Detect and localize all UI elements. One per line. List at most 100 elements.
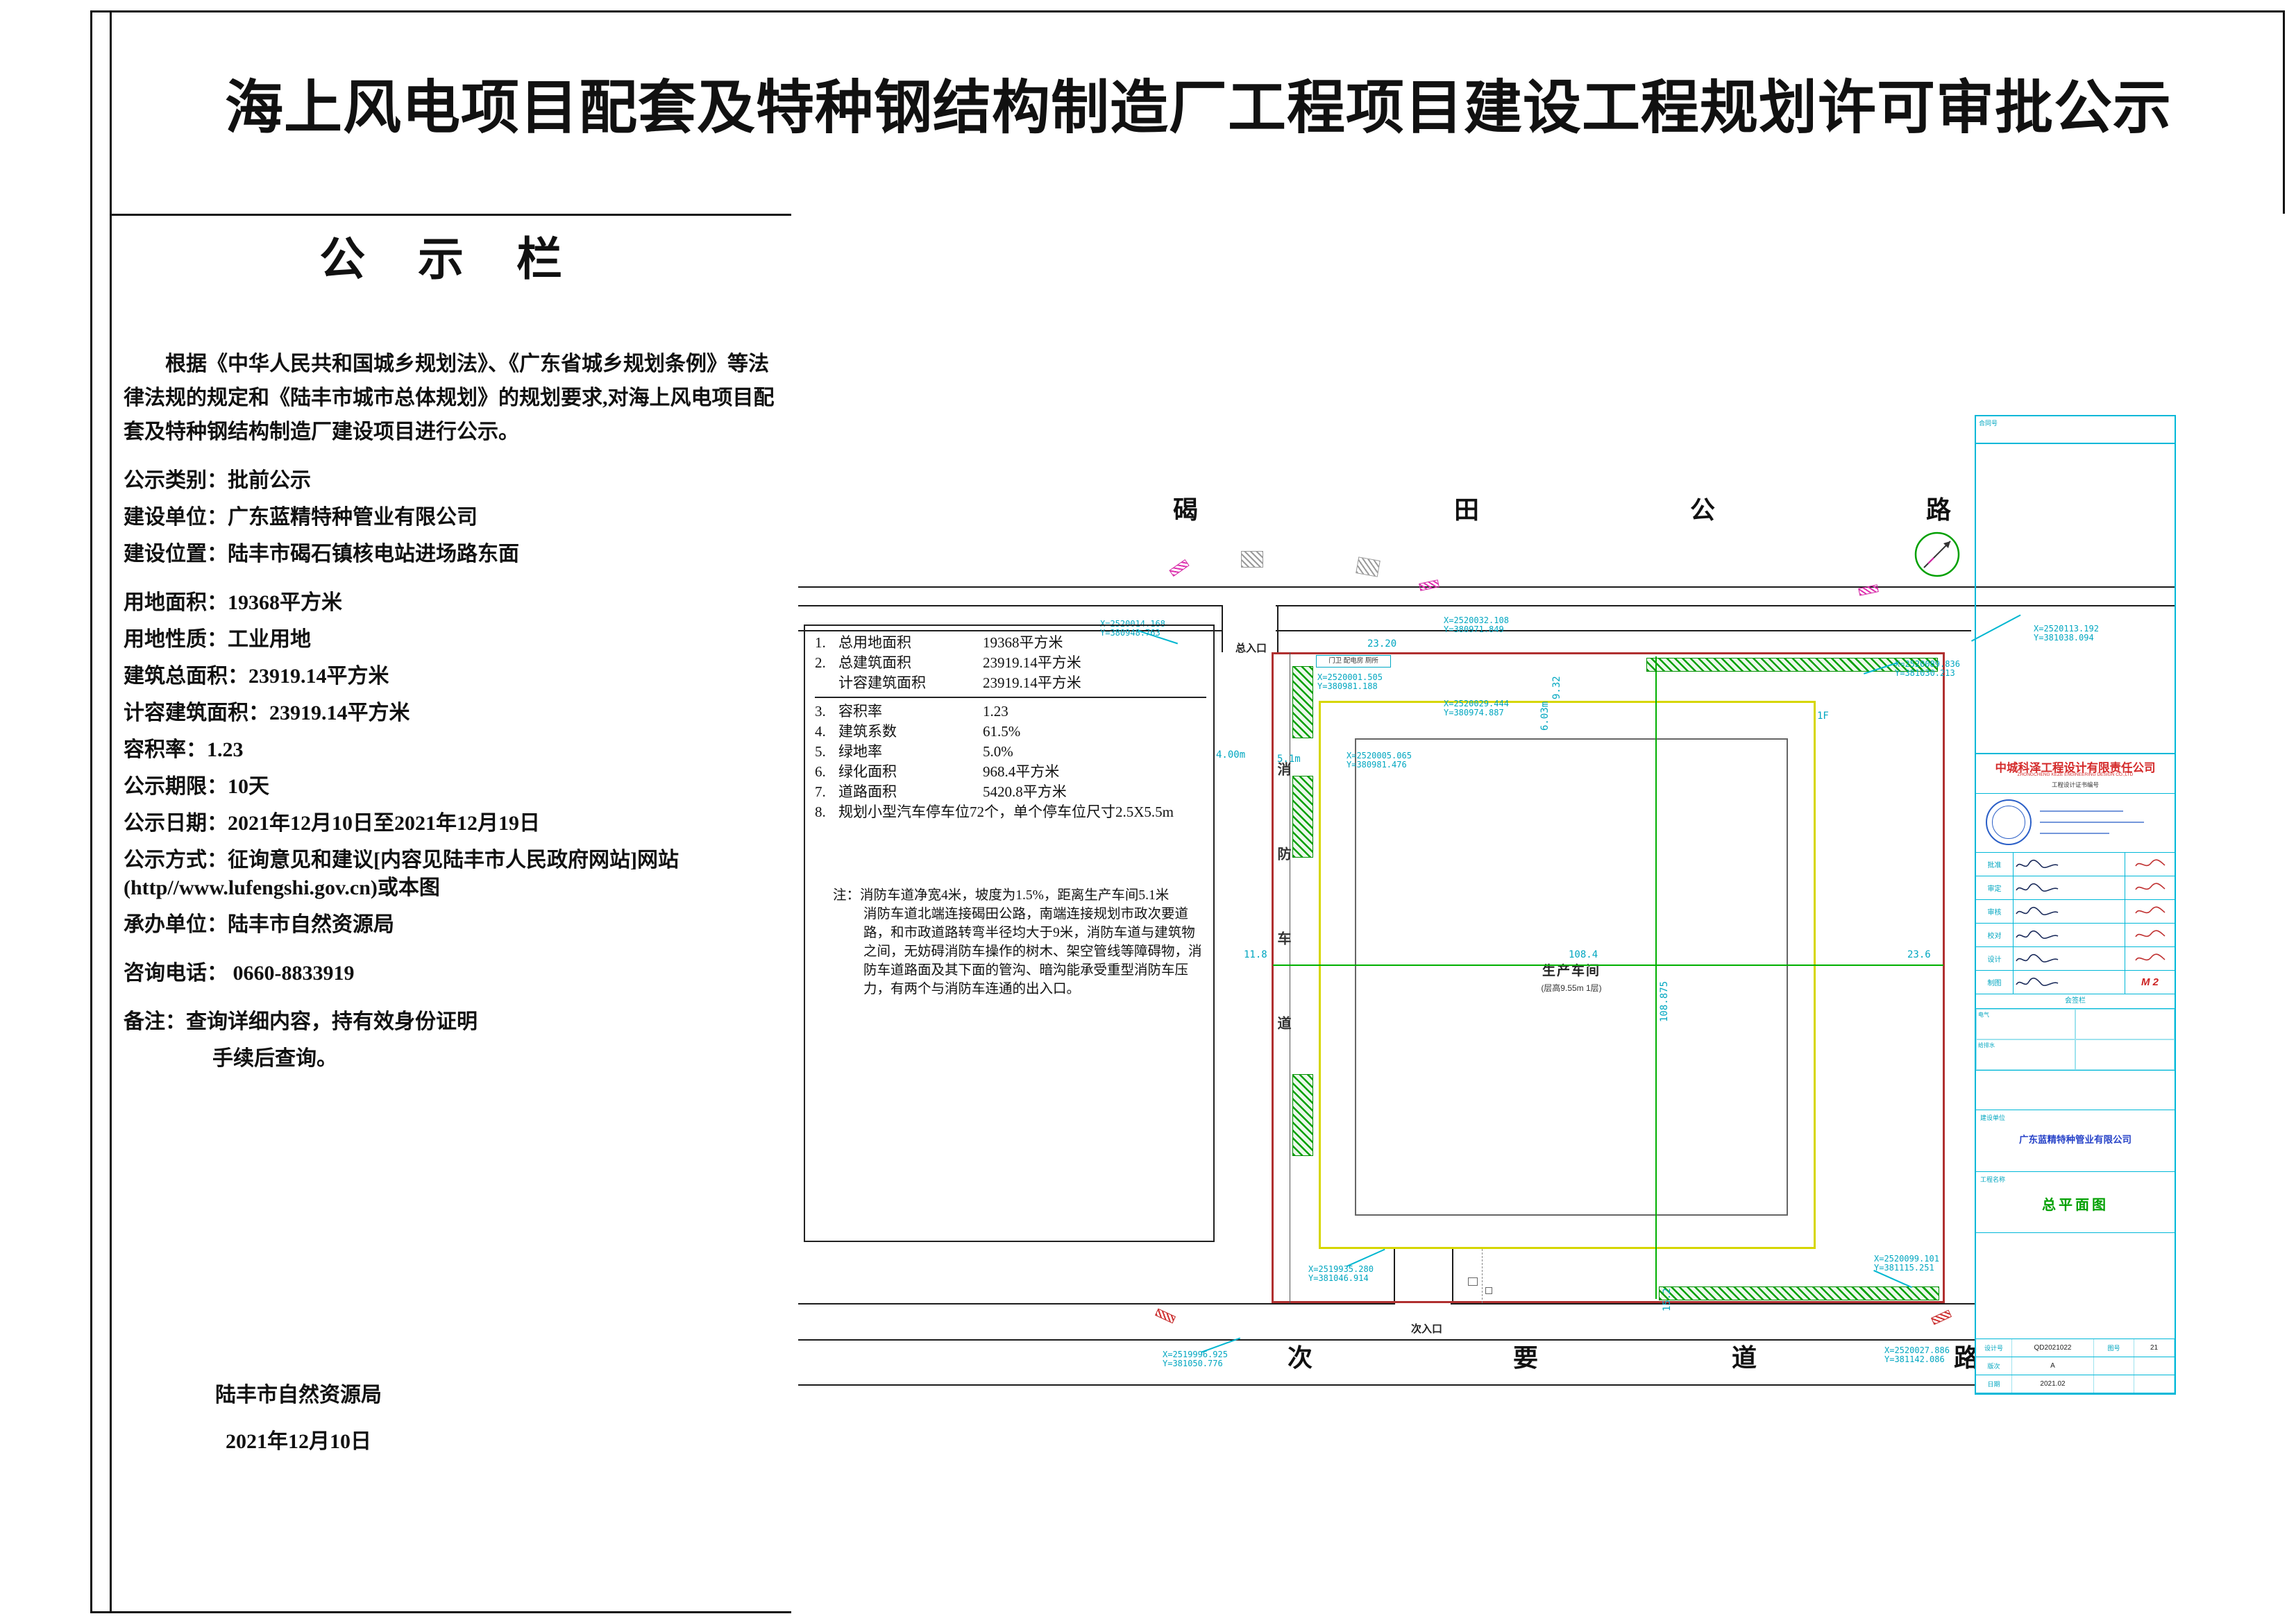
signature-scribble-red <box>2134 953 2166 961</box>
bottom-road-label: 要 <box>1513 1344 1539 1372</box>
notice-field-remark: 备注：查询详细内容，持有效身份证明 <box>124 1010 478 1033</box>
bottom-road-label: 道 <box>1732 1344 1757 1372</box>
outdoor-equipment-box <box>1468 1277 1478 1286</box>
notice-field-land-use: 用地性质：工业用地 <box>124 628 311 651</box>
road-marking <box>1154 1308 1176 1324</box>
building-workshop: 生产车间 (层高9.55m 1层) <box>1355 738 1788 1216</box>
notice-field-remark-cont: 手续后查询。 <box>212 1047 337 1070</box>
notice-field-agency: 承办单位：陆丰市自然资源局 <box>124 913 394 936</box>
driveway-edge <box>1222 605 1223 652</box>
signature-row: 审定 <box>1976 876 2175 900</box>
dim-label: 1F <box>1817 711 1829 722</box>
notice-field-dates: 公示日期：2021年12月10日至2021年12月19日 <box>124 812 540 835</box>
signature-scribble <box>2016 977 2059 986</box>
green-belt-strip <box>1292 776 1313 858</box>
green-belt-strip <box>1659 1286 1939 1300</box>
title-block-spacer <box>1976 1071 2175 1110</box>
notice-field-type: 公示类别：批前公示 <box>124 469 311 492</box>
signature-scribble-red <box>2134 858 2166 867</box>
countersign-cell: 电气 <box>1976 1009 2075 1039</box>
internal-road-loop <box>1319 701 1816 1249</box>
road-hatch-mark <box>1241 551 1263 568</box>
road-marking <box>1419 579 1440 591</box>
signature-scribble <box>2016 930 2059 939</box>
workshop-sublabel: (层高9.55m 1层) <box>1541 983 1602 993</box>
dim-label: 108.4 <box>1569 949 1598 960</box>
dim-label: 6.03m <box>1539 701 1551 731</box>
top-road-label: 碣 <box>1173 496 1199 524</box>
entrance-gap <box>1223 602 1276 608</box>
workshop-label: 生产车间 <box>1542 964 1601 978</box>
countersign-cell <box>2075 1039 2175 1070</box>
design-company-name-en: ZHONGCHENG KEZE ENGINEERING DESIGN CO.,L… <box>2017 772 2134 777</box>
red-handwriting: M 2 <box>2141 976 2159 988</box>
signature-scribble <box>2016 883 2059 892</box>
countersign-cell: 给排水 <box>1976 1039 2075 1070</box>
bottom-road-edge-line <box>798 1339 2176 1341</box>
signature-row: 校对 <box>1976 924 2175 947</box>
notice-footer-date: 2021年12月10日 <box>226 1430 371 1453</box>
title-block: 合同号 中城科泽工程设计有限责任公司 ZHONGCHENG KEZE ENGIN… <box>1975 415 2176 1395</box>
dim-label: 108.875 <box>1659 980 1670 1022</box>
top-road-label: 田 <box>1454 496 1480 524</box>
design-company-name: 中城科泽工程设计有限责任公司 <box>1995 762 2156 774</box>
site-plan: 碣 田 公 路 次 要 道 路 生产车间 (层高9.55m 1层) 消防车 <box>791 214 2285 1613</box>
notice-intro: 根据《中华人民共和国城乡规划法》、《广东省城乡规划条例》等法律法规的规定和《陆丰… <box>124 352 775 443</box>
north-arrow-icon <box>1914 532 1960 577</box>
countersign-grid: 电气 给排水 <box>1976 1009 2175 1071</box>
top-road-label: 公 <box>1690 496 1716 524</box>
client-cell: 建设单位 广东蓝精特种管业有限公司 <box>1976 1110 2175 1172</box>
road-marking <box>1930 1309 1952 1325</box>
signature-scribble <box>2016 953 2059 962</box>
top-road-label: 路 <box>1926 496 1952 524</box>
contract-number-box: 合同号 <box>1975 415 2176 444</box>
indicator-separator <box>815 697 1206 698</box>
green-axis-line <box>1273 965 1943 966</box>
green-belt-strip <box>1646 658 1938 672</box>
notice-board-header: 公 示 栏 <box>319 235 583 285</box>
entrance-axis-line <box>1482 1249 1483 1303</box>
bottom-road-edge-line <box>798 1303 2176 1305</box>
footer-row: 设计号 QD2021022 图号 21 <box>1976 1339 2175 1357</box>
dim-label: 23.6 <box>1907 949 1931 960</box>
top-road-edge-line <box>798 605 2176 606</box>
signature-scribble <box>2016 906 2059 915</box>
fire-lane-label: 消防车道 <box>1275 762 1290 1101</box>
design-cert-label: 工程设计证书编号 <box>1976 781 2175 794</box>
notice-field-far: 容积率：1.23 <box>124 738 244 761</box>
signature-row: 设计 <box>1976 947 2175 971</box>
notice-field-phone: 咨询电话： 0660-8833919 <box>124 962 355 985</box>
dim-label: 9.32 <box>1551 676 1562 699</box>
top-road-frontage-line <box>798 630 1971 631</box>
page-title: 海上风电项目配套及特种钢结构制造厂工程项目建设工程规划许可审批公示 <box>224 76 2172 141</box>
driveway-edge <box>1277 605 1278 652</box>
dim-label: 4.00m <box>1216 749 1246 760</box>
signature-row: 审核 <box>1976 900 2175 924</box>
sheet-number: 21 <box>2134 1339 2175 1357</box>
stamp-text-line <box>2040 833 2109 834</box>
green-axis-line <box>1655 656 1657 1299</box>
notice-field-gfa: 建筑总面积：23919.14平方米 <box>124 665 389 688</box>
signature-scribble-red <box>2134 929 2166 937</box>
countersign-cell <box>2075 1009 2175 1039</box>
drawing-date: 2021.02 <box>2012 1375 2094 1393</box>
stamp-text-line <box>2040 810 2123 812</box>
signature-scribble-red <box>2134 906 2166 914</box>
